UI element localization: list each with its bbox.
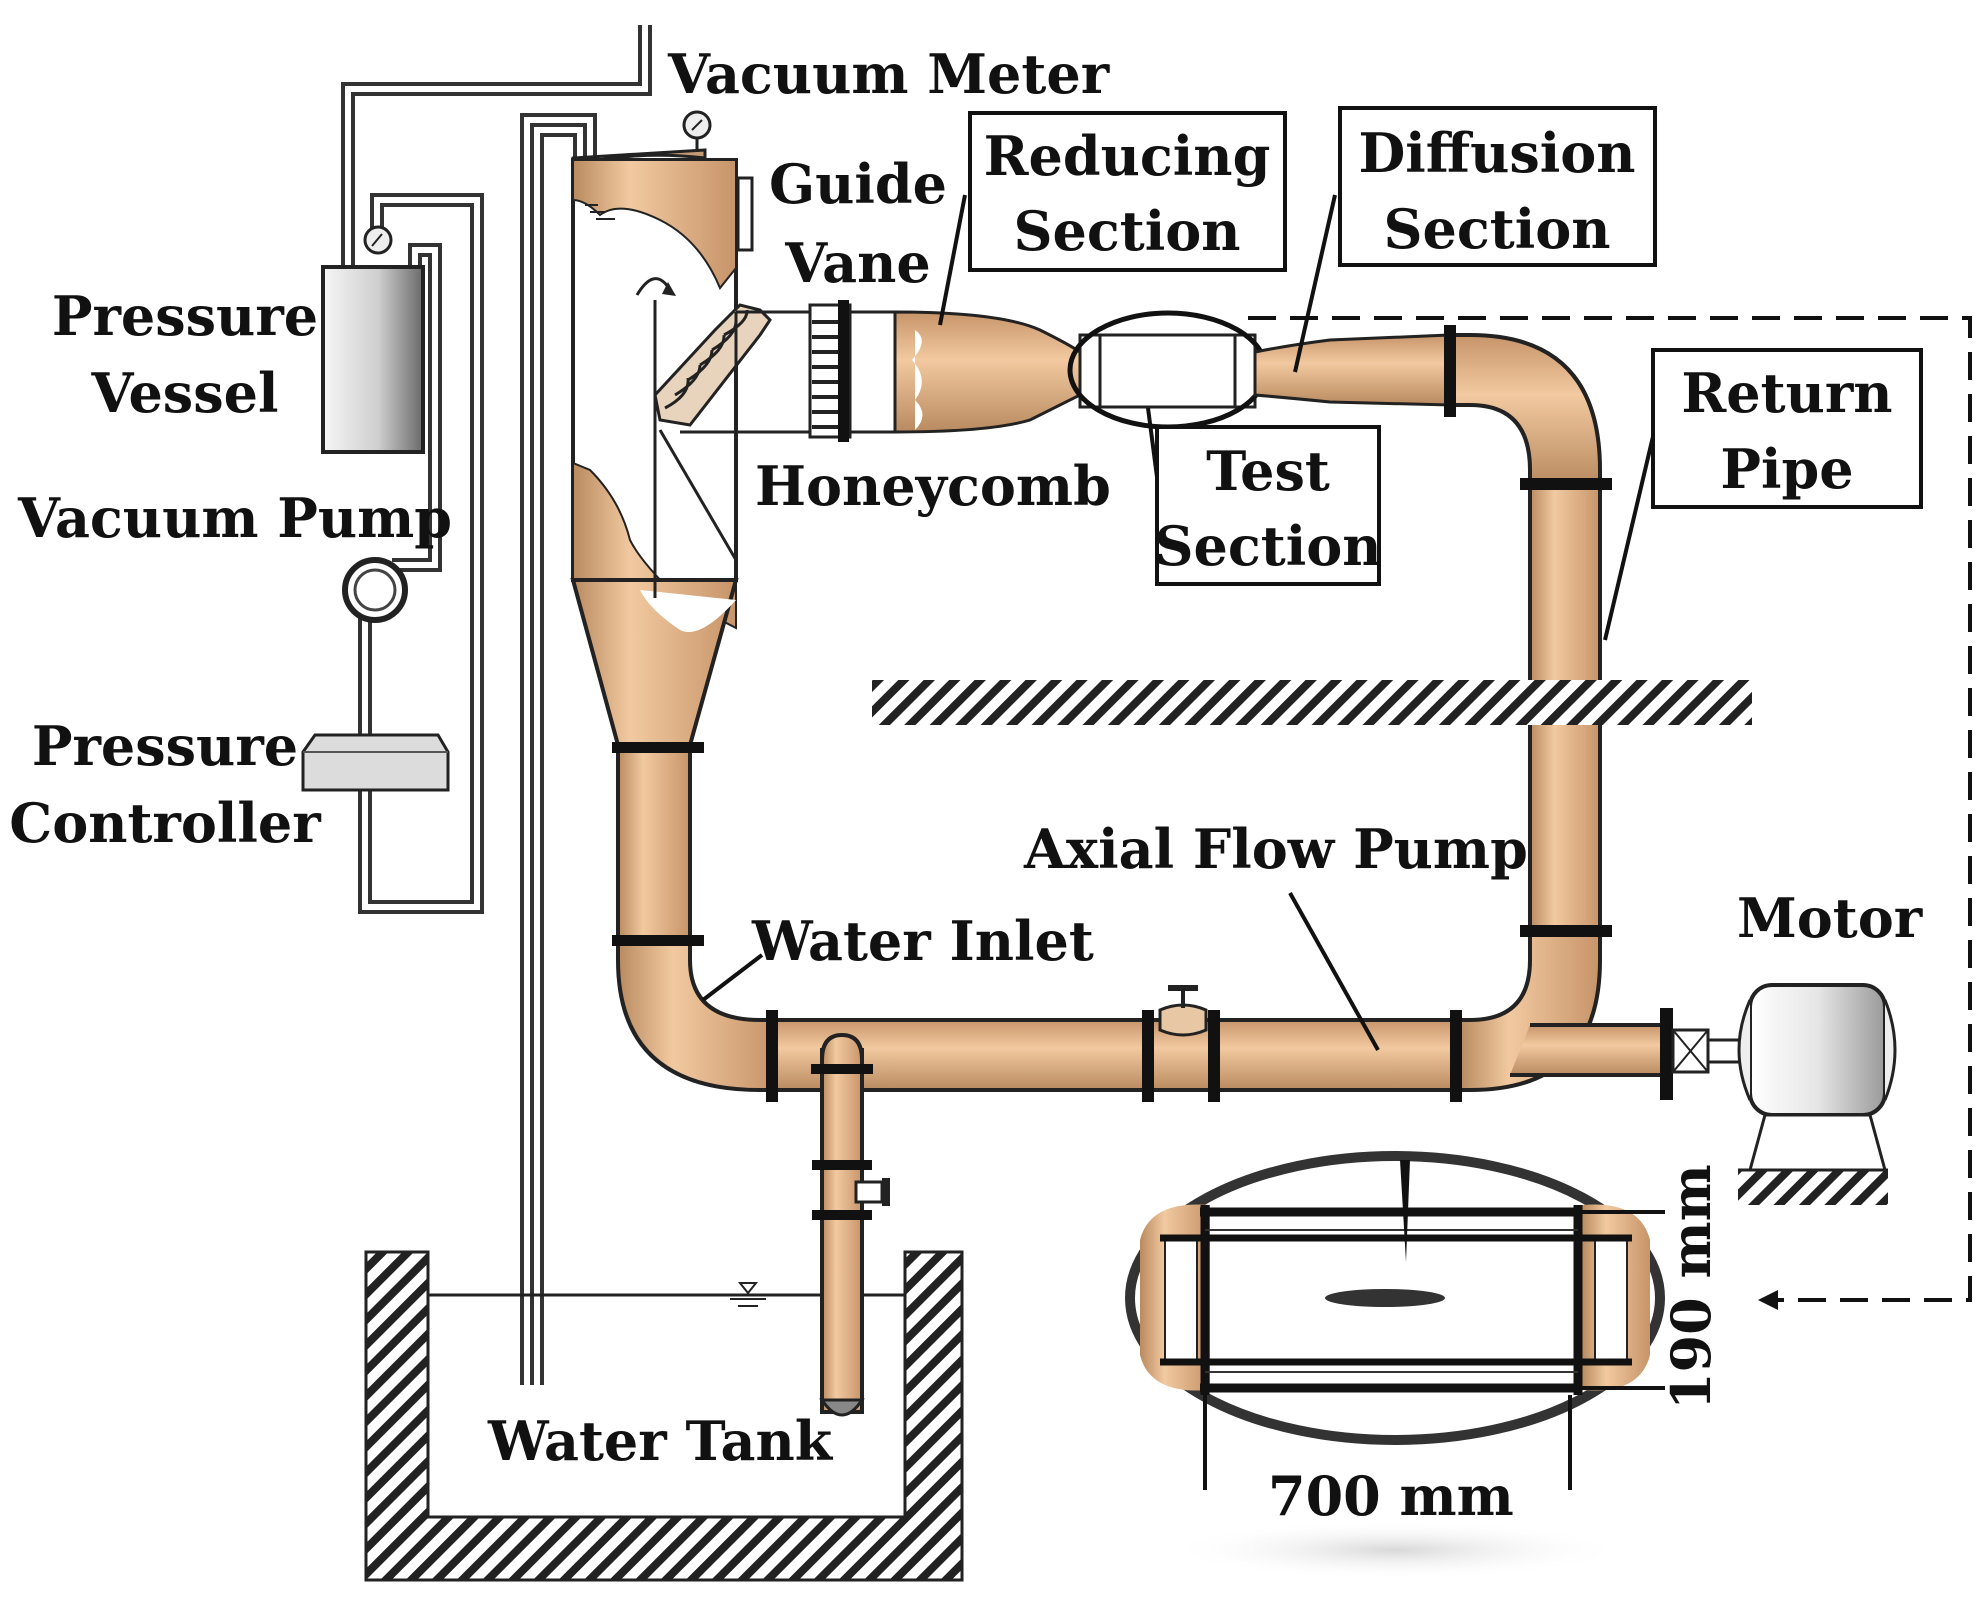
test-section	[1067, 310, 1269, 430]
pressure-vessel-label-1: Pressure	[52, 284, 318, 348]
test-section-label-2: Section	[1155, 514, 1382, 578]
vacuum-pump-label: Vacuum Pump	[17, 486, 452, 550]
reducing-section-label-2: Section	[1014, 199, 1241, 263]
dim-height-label: 190 mm	[1659, 1164, 1723, 1410]
vacuum-pump	[342, 557, 408, 623]
test-section-zoom	[1125, 1151, 1665, 1580]
motor	[1671, 983, 1897, 1205]
axial-flow-pump-label: Axial Flow Pump	[1023, 817, 1528, 881]
water-inlet-pipe	[819, 1032, 890, 1417]
dim-length-label: 700 mm	[1268, 1464, 1514, 1528]
test-section-label-1: Test	[1206, 439, 1330, 503]
reducing-section	[893, 310, 1082, 434]
guide-vane-label-2: Vane	[784, 231, 931, 295]
axial-flow-pump	[1158, 985, 1208, 1037]
instrument-tubing	[341, 25, 652, 1385]
ground-hatch	[872, 680, 1752, 725]
pressure-controller-label-1: Pressure	[32, 714, 298, 778]
leader-lines	[701, 194, 1657, 1051]
pressure-controller-label-2: Controller	[9, 791, 321, 855]
water-inlet-label: Water Inlet	[751, 909, 1094, 973]
settling-tank	[570, 110, 754, 747]
diffusion-section-label-2: Section	[1384, 197, 1611, 261]
dimension-lines	[1203, 1210, 1665, 1490]
pressure-vessel-label-2: Vessel	[91, 361, 279, 425]
honeycomb-label: Honeycomb	[755, 454, 1111, 518]
water-tank-label: Water Tank	[487, 1409, 834, 1473]
return-pipe-label-2: Pipe	[1720, 437, 1853, 501]
reducing-section-label-1: Reducing	[984, 124, 1271, 188]
flanges	[612, 300, 1673, 1220]
honeycomb	[808, 303, 895, 439]
label-boxes	[968, 106, 1923, 586]
zoom-callout-line	[1248, 316, 1972, 1302]
water-level-icon	[737, 1282, 759, 1295]
inlet-valve-icon	[854, 1180, 884, 1204]
return-pipe-label-1: Return	[1681, 361, 1892, 425]
motor-label: Motor	[1737, 886, 1923, 950]
diffusion-section	[1253, 333, 1452, 407]
pressure-controller	[301, 733, 450, 792]
pressure-vessel	[321, 225, 425, 454]
diffusion-section-label-1: Diffusion	[1358, 121, 1635, 185]
hydrofoil-icon	[1325, 1289, 1445, 1307]
vacuum-meter-label: Vacuum Meter	[667, 42, 1110, 106]
guide-vane-label-1: Guide	[769, 152, 947, 216]
